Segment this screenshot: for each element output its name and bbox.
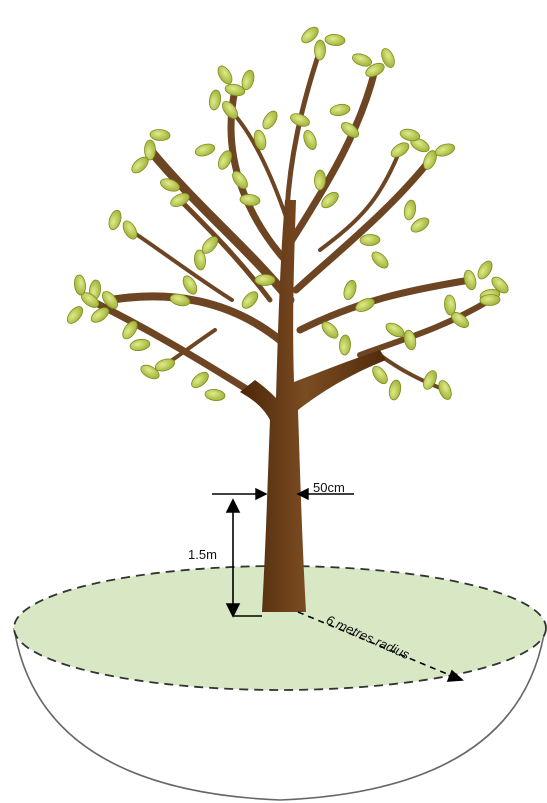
leaf-icon [129,338,150,352]
leaf-icon [370,364,391,387]
leaf-icon [301,129,318,152]
leaf-icon [73,274,86,295]
leaf-icon [360,234,380,246]
leaf-icon [434,142,456,159]
leaf-icon [444,295,457,316]
leaf-icon [351,51,374,68]
leaf-icon [289,111,312,129]
leaf-icon [260,109,280,132]
tree-branch [360,300,490,355]
leaf-icon [436,379,454,402]
leaf-icon [389,140,412,160]
tree-illustration [64,24,511,612]
leaf-icon [329,103,351,117]
leaf-icon [194,142,216,158]
tree-branch [90,300,248,390]
leaf-icon [239,289,261,311]
leaf-icon [369,249,391,271]
leaf-icon [150,129,171,141]
leaf-icon [208,89,222,110]
leaf-icon [107,209,123,231]
height-label: 1.5m [188,547,217,562]
leaf-icon [204,388,225,401]
leaf-icon [388,379,403,401]
leaf-icon [215,64,235,87]
leaf-icon [462,269,478,291]
leaf-icon [325,34,346,47]
girth-label: 50cm [313,480,345,495]
leaf-icon [339,335,351,356]
leaf-icon [120,219,140,242]
leaf-icon [189,369,211,390]
leaf-icon [314,170,326,190]
leaf-icon [239,193,260,206]
leaf-icon [475,259,495,282]
leaf-icon [64,304,85,326]
leaf-icon [342,279,359,301]
leaf-icon [314,40,325,60]
leaf-icon [255,274,275,285]
leaf-icon [403,199,417,221]
